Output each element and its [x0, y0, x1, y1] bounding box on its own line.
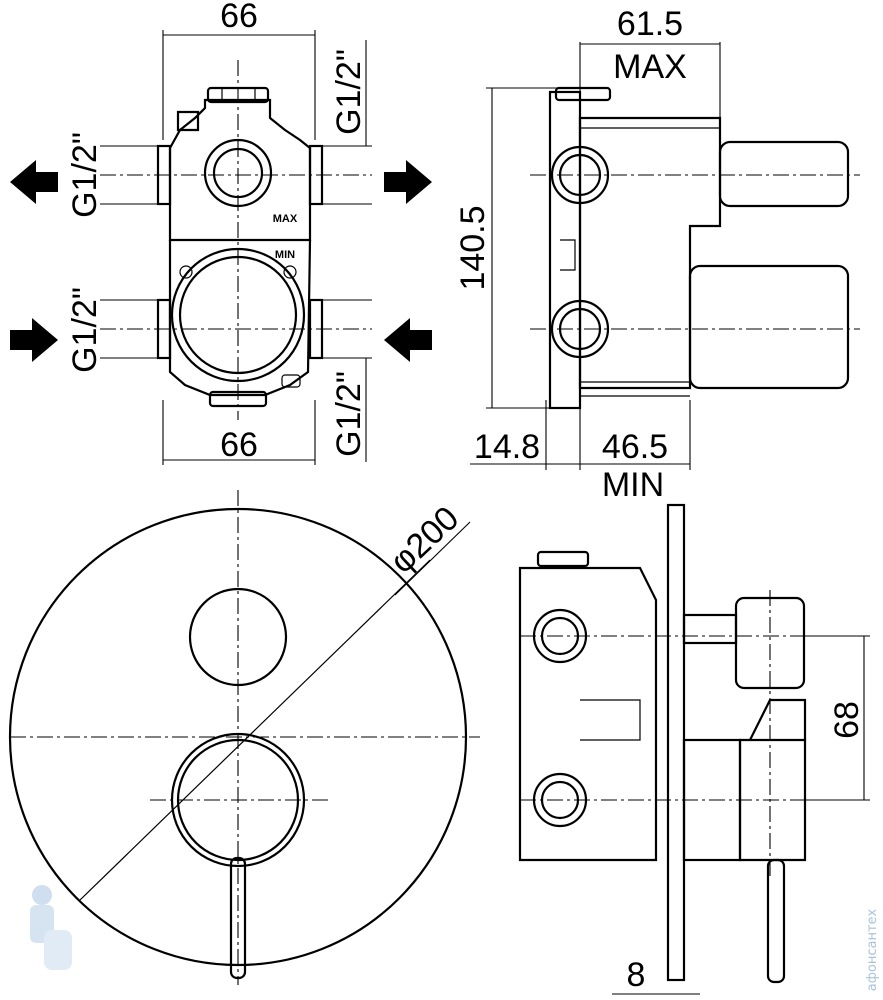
front-width-bottom-label: 66 — [220, 426, 258, 464]
plate-thickness-label: 8 — [627, 956, 646, 994]
offset-label: 14.8 — [474, 428, 540, 466]
diameter-label: φ200 — [383, 499, 467, 581]
thread-left-bottom-label: G1/2" — [66, 287, 104, 373]
front-width-top-label: 66 — [220, 0, 258, 35]
watermark-text: афонсантех — [865, 908, 880, 991]
side-view: 61.5 MAX 140.5 14.8 46.5 MIN — [454, 5, 860, 504]
height-label: 140.5 — [454, 205, 492, 290]
plate-view: φ200 — [8, 490, 480, 985]
handle-spacing-label: 68 — [828, 701, 866, 739]
thread-right-bottom-label: G1/2" — [330, 371, 368, 457]
depth-min-value: 46.5 — [602, 428, 668, 466]
inlet-arrow-left-icon — [384, 318, 432, 362]
outlet-arrow-left-icon — [10, 160, 58, 204]
front-view: 66 MAX MIN G1/2" G1/2" — [10, 0, 432, 465]
thread-right-top-label: G1/2" — [330, 49, 368, 135]
assembly-view: 68 8 — [518, 503, 870, 995]
max-mark-label: MAX — [273, 213, 298, 225]
watermark-logo — [30, 885, 72, 970]
inlet-arrow-right-icon — [10, 318, 58, 362]
outlet-arrow-right-icon — [384, 160, 432, 204]
depth-min-label: MIN — [602, 466, 664, 504]
thread-left-top-label: G1/2" — [66, 132, 104, 218]
depth-max-value: 61.5 — [617, 5, 683, 43]
depth-max-label: MAX — [613, 48, 687, 86]
min-mark-label: MIN — [275, 249, 295, 261]
